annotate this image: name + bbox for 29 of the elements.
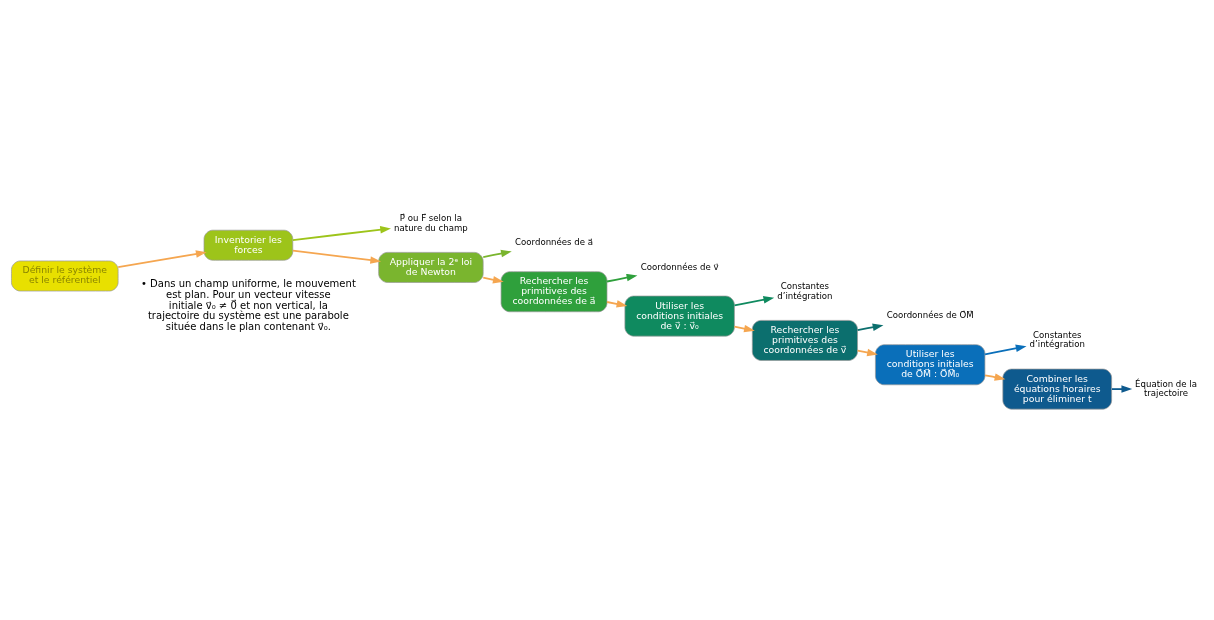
node-text: Constantes d’intégration — [777, 281, 833, 301]
node-box: Inventorier les forces — [203, 229, 294, 261]
arrow — [1111, 385, 1133, 393]
node-text: P⃗ ou F⃗ selon la nature du champ — [394, 213, 468, 233]
arrow — [482, 249, 512, 258]
node-text: Coordonnées de a⃗ — [515, 237, 593, 248]
arrow — [606, 300, 628, 308]
node-text: Coordonnées de v⃗ — [640, 261, 719, 272]
node-box: Utiliser les conditions initiales de O⃗M⃗ : O⃗M⃗₀ — [875, 344, 986, 386]
node-box: Rechercher les primitives des coordonnées de v⃗ — [751, 320, 858, 361]
arrow — [606, 273, 638, 283]
node-box: Utiliser les conditions initiales de v⃗ : v⃗₀ — [624, 295, 735, 337]
arrow — [856, 348, 878, 357]
arrow — [856, 323, 884, 332]
arrow — [984, 373, 1006, 381]
node-box: Définir le système et le référentiel — [11, 260, 119, 292]
node-box: Appliquer la 2ᵉ loi de Newton — [378, 252, 484, 283]
node-box: Combiner les équations horaires pour éliminer t — [1002, 368, 1112, 410]
node-text: Équation de la trajectoire — [1135, 378, 1197, 398]
arrow — [482, 276, 504, 284]
arrow — [292, 249, 382, 264]
arrow — [733, 296, 775, 307]
arrow — [117, 250, 207, 268]
node-text: Coordonnées de O⃗M⃗ — [886, 310, 974, 321]
node-text: Constantes d’intégration — [1029, 329, 1085, 350]
arrow — [984, 344, 1027, 356]
label: • Dans un champ uniforme, le mouvement est plan. Pour un vecteur vitesse initiale v⃗₀ ≠ 0⃗ et non vertical, la trajectoire du système est une parabole située dans le plan contenant v⃗₀. — [140, 278, 356, 333]
arrow — [292, 225, 391, 241]
node-box: Rechercher les primitives des coordonnées de a⃗ — [500, 271, 608, 313]
